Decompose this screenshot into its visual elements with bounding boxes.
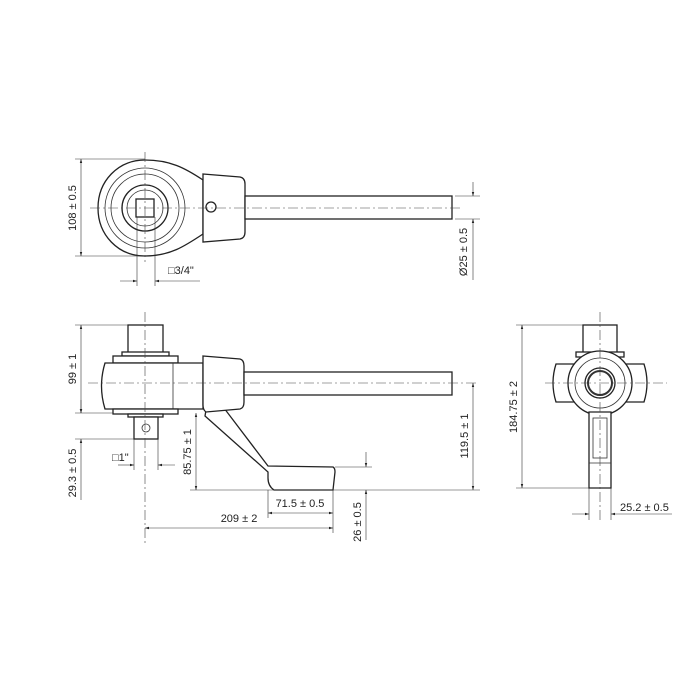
dim-99: 99 ± 1 xyxy=(67,354,79,385)
dim-square-3-4: □3/4" xyxy=(168,265,194,277)
reaction-arm xyxy=(204,407,336,491)
top-view: 108 ± 0.5 Ø25 ± 0.5 □3/4" xyxy=(67,152,480,286)
side-view: 99 ± 1 29.3 ± 0.5 □1" 85.75 ± 1 119.5 ± … xyxy=(67,312,480,545)
dim-rod-diameter: Ø25 ± 0.5 xyxy=(458,228,470,276)
dim-71-5: 71.5 ± 0.5 xyxy=(276,498,325,510)
square-drive-1in xyxy=(133,416,159,440)
head-body xyxy=(100,362,204,410)
dim-square-1in: □1" xyxy=(112,452,129,464)
top-pin xyxy=(127,324,164,354)
dim-119-5: 119.5 ± 1 xyxy=(459,414,471,459)
dim-85-75: 85.75 ± 1 xyxy=(182,429,194,475)
dim-25-2: 25.2 ± 0.5 xyxy=(620,502,669,514)
lock-screw xyxy=(205,201,217,213)
dim-209: 209 ± 2 xyxy=(221,513,258,525)
collar xyxy=(202,355,245,413)
end-view: 184.75 ± 2 25.2 ± 0.5 xyxy=(508,312,672,520)
handle-rod xyxy=(243,371,453,396)
dim-29-3: 29.3 ± 0.5 xyxy=(67,449,79,498)
dim-108: 108 ± 0.5 xyxy=(67,185,79,231)
dim-184-75: 184.75 ± 2 xyxy=(508,381,520,433)
dim-26: 26 ± 0.5 xyxy=(352,502,364,542)
handle-rod xyxy=(244,195,453,220)
